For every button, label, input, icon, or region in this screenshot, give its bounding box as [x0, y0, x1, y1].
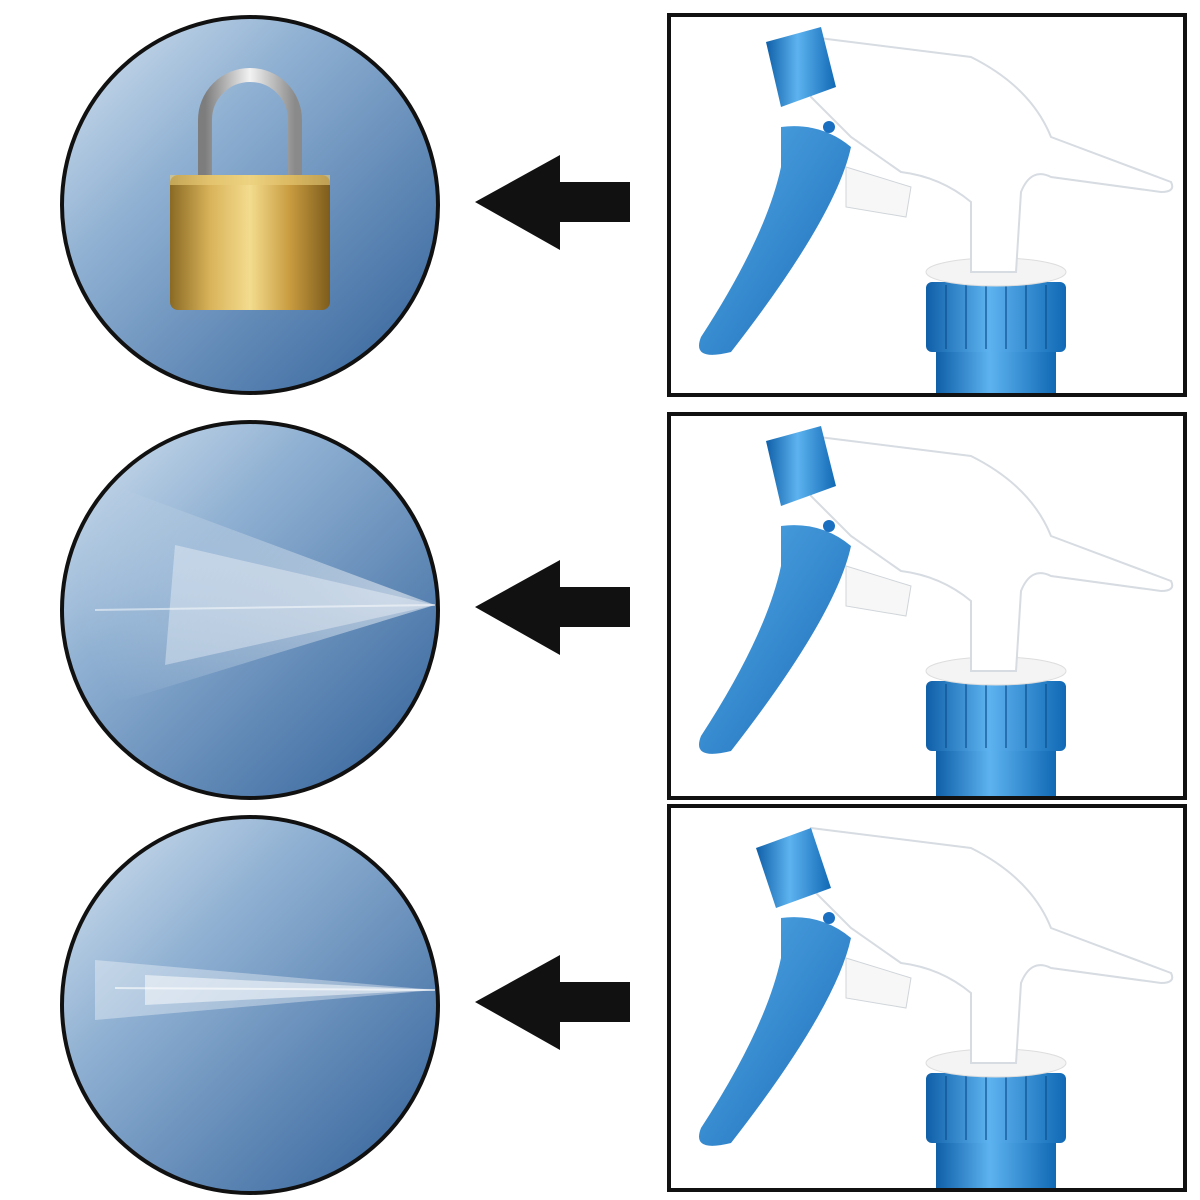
narrow-jet-icon — [95, 960, 436, 1020]
sprayer-photo-locked — [667, 13, 1187, 397]
mode-row-spray — [0, 405, 1200, 805]
mode-circle-spray — [55, 415, 445, 805]
mode-circle-stream — [55, 810, 445, 1200]
mode-row-stream — [0, 800, 1200, 1200]
padlock-icon — [170, 68, 330, 310]
arrow-left-icon — [470, 150, 635, 255]
sprayer-nozzle-image — [699, 27, 1174, 393]
wide-spray-icon — [75, 475, 436, 715]
sprayer-photo-spray — [667, 412, 1187, 800]
sprayer-nozzle-image — [699, 426, 1174, 796]
sprayer-photo-stream — [667, 804, 1187, 1192]
mode-circle-locked — [55, 10, 445, 400]
arrow-left-icon — [470, 950, 635, 1055]
arrow-left-icon — [470, 555, 635, 660]
sprayer-nozzle-image — [699, 826, 1174, 1188]
mode-row-locked — [0, 0, 1200, 400]
